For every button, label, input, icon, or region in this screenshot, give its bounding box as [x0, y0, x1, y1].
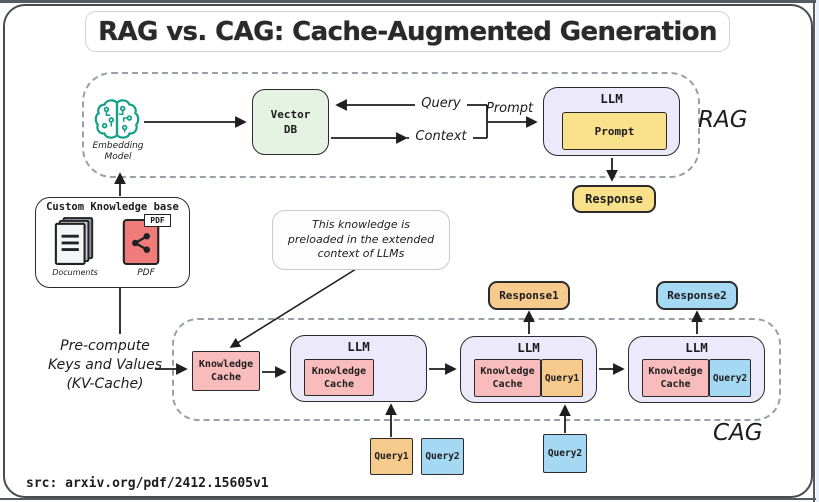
pdf-icon: PDF [120, 214, 172, 268]
embedding-model-label: Embedding Model [92, 141, 144, 162]
cag-knowledge-cache-box: Knowledge Cache [192, 351, 260, 391]
window-top-edge [0, 0, 819, 3]
cag-llm2-title: LLM [517, 340, 540, 355]
cag-llm3-query2-box: Query2 [709, 359, 751, 397]
source-note: src: arxiv.org/pdf/2412.15605v1 [26, 476, 269, 491]
prompt-label: Prompt [486, 101, 534, 116]
page-title: RAG vs. CAG: Cache-Augmented Generation [98, 16, 717, 47]
documents-label: Documents [52, 268, 98, 277]
rag-llm-title: LLM [600, 91, 623, 106]
rag-section-container [82, 72, 700, 178]
knowledge-base-title: Custom Knowledge base [46, 201, 179, 213]
documents-icon [53, 216, 97, 270]
queue-query1-box: Query1 [370, 438, 413, 475]
window-right-edge [813, 0, 815, 502]
mid-query2-box: Query2 [543, 434, 587, 473]
rag-response-box: Response [572, 185, 656, 213]
context-label: Context [409, 129, 473, 145]
callout-bubble: This knowledge is preloaded in the exten… [272, 210, 450, 270]
rag-section-label: RAG [698, 107, 748, 133]
queue-query2-box: Query2 [421, 438, 464, 475]
title-banner: RAG vs. CAG: Cache-Augmented Generation [85, 11, 730, 52]
vector-db-box: Vector DB [252, 89, 329, 155]
cag-section-label: CAG [713, 420, 763, 446]
cag-llm2-query1-box: Query1 [541, 359, 583, 397]
pdf-label: PDF [137, 268, 155, 278]
cag-llm3-cache-box: Knowledge Cache [642, 359, 709, 397]
query-label: Query [415, 96, 467, 112]
embedding-model-icon [93, 97, 141, 145]
response1-box: Response1 [488, 281, 570, 310]
cag-llm1-title: LLM [347, 339, 370, 354]
cag-llm2-cache-box: Knowledge Cache [474, 359, 541, 397]
pdf-badge: PDF [144, 214, 171, 227]
precompute-label: Pre-compute Keys and Values (KV-Cache) [47, 338, 163, 392]
response2-box: Response2 [656, 281, 738, 310]
rag-prompt-box: Prompt [562, 112, 667, 150]
cag-llm1-cache-box: Knowledge Cache [304, 359, 374, 396]
window-right-strip [816, 0, 819, 502]
arrow-callout-to-cache [229, 268, 357, 348]
cag-llm3-title: LLM [685, 340, 708, 355]
window-bottom-edge [0, 498, 819, 500]
